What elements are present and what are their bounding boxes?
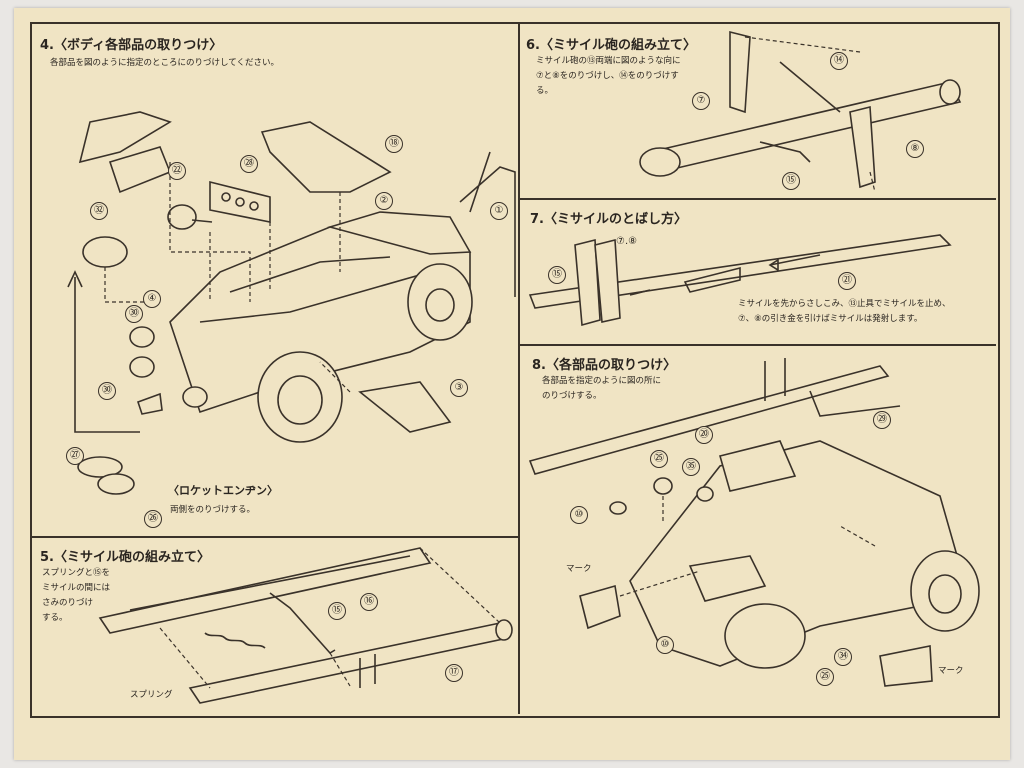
rocket-engine-desc: 両側をのりづけする。 (170, 505, 256, 515)
missile-cannon-diagram-2 (639, 30, 962, 193)
section-missile-launch: 7.〈ミサイルのとばし方〉 ⑦.⑧ ⑮ ㉑ ミサイルを先からさしこみ、⑬止具でミ… (520, 200, 996, 346)
rocket-engine-title: 〈ロケットエンヂン〉 (168, 484, 278, 497)
sheet-frame (30, 22, 1000, 718)
section-8-desc: 各部品を指定のように図の所に のりづけする。 (542, 376, 662, 401)
part-label: ⑯ (360, 593, 378, 611)
part-label: ⑮ (782, 172, 800, 190)
part-label: ㉘ (240, 155, 258, 173)
section-5-desc: スプリングと⑮を ミサイルの間には さみのりづけ する。 (42, 568, 111, 623)
part-label: ㉑ (838, 272, 856, 290)
part-label: ⑧ (906, 140, 924, 158)
part-label: ㉚ (125, 305, 143, 323)
section-4-title: 4.〈ボディ各部品の取りつけ〉 (40, 38, 223, 53)
part-label: ⑩ (570, 506, 588, 524)
part-label: ㉚ (98, 382, 116, 400)
part-label: ㉕ (650, 450, 668, 468)
part-label: ⑮ (548, 266, 566, 284)
section-6-title: 6.〈ミサイル砲の組み立て〉 (526, 38, 696, 53)
part-label: ④ (143, 290, 161, 308)
section-missile-cannon-assembly-1: 5.〈ミサイル砲の組み立て〉 スプリングと⑮を ミサイルの間には さみのりづけ … (30, 538, 520, 714)
part-label: ⑮ (328, 602, 346, 620)
part-label: ㉖ (144, 510, 162, 528)
parts-attachment-diagram (528, 358, 980, 687)
part-label: ㉗ (66, 447, 84, 465)
part-label: ⑦.⑧ (616, 236, 638, 247)
section-8-title: 8.〈各部品の取りつけ〉 (532, 358, 677, 373)
section-missile-cannon-assembly-2: 6.〈ミサイル砲の組み立て〉 ミサイル砲の⑬両端に図のような向に ⑦と⑧をのりづ… (520, 22, 996, 200)
section-4-desc: 各部品を図のように指定のところにのりづけしてください。 (50, 58, 279, 68)
rocket-engine-box: 〈ロケットエンヂン〉 両側をのりづけする。 (160, 477, 300, 527)
section-6-desc: ミサイル砲の⑬両端に図のような向に ⑦と⑧をのりづけし、⑭をのりづけす る。 (536, 56, 681, 96)
body-assembly-diagram (67, 111, 516, 495)
part-label: ⑦ (692, 92, 710, 110)
part-label: ㉜ (90, 202, 108, 220)
part-label: ⑳ (695, 426, 713, 444)
missile-launch-diagram (528, 234, 952, 327)
part-label: ⑰ (445, 664, 463, 682)
mark-label-2: マーク (938, 666, 964, 676)
part-label: ㉕ (816, 668, 834, 686)
part-label: ㉙ (873, 411, 891, 429)
part-label: ⑭ (830, 52, 848, 70)
mark-label: マーク (566, 564, 592, 574)
part-label: ⑩ (656, 636, 674, 654)
part-label: ② (375, 192, 393, 210)
part-label: ㉒ (168, 162, 186, 180)
section-body-parts: 4.〈ボディ各部品の取りつけ〉 各部品を図のように指定のところにのりづけしてくだ… (30, 22, 520, 538)
part-label: ⑱ (385, 135, 403, 153)
part-label: ㉞ (834, 648, 852, 666)
section-7-title: 7.〈ミサイルのとばし方〉 (530, 212, 687, 227)
part-label: ① (490, 202, 508, 220)
spring-label: スプリング (130, 690, 173, 700)
missile-cannon-diagram-1 (98, 547, 513, 704)
section-attach-parts: 8.〈各部品の取りつけ〉 各部品を指定のように図の所に のりづけする。 ⑳ ㉙ … (520, 346, 996, 714)
part-label: ㉟ (682, 458, 700, 476)
section-7-desc: ミサイルを先からさしこみ、⑬止具でミサイルを止め、 ⑦、⑧の引き金を引けばミサイ… (738, 299, 951, 324)
section-5-title: 5.〈ミサイル砲の組み立て〉 (40, 550, 210, 565)
part-label: ③ (450, 379, 468, 397)
